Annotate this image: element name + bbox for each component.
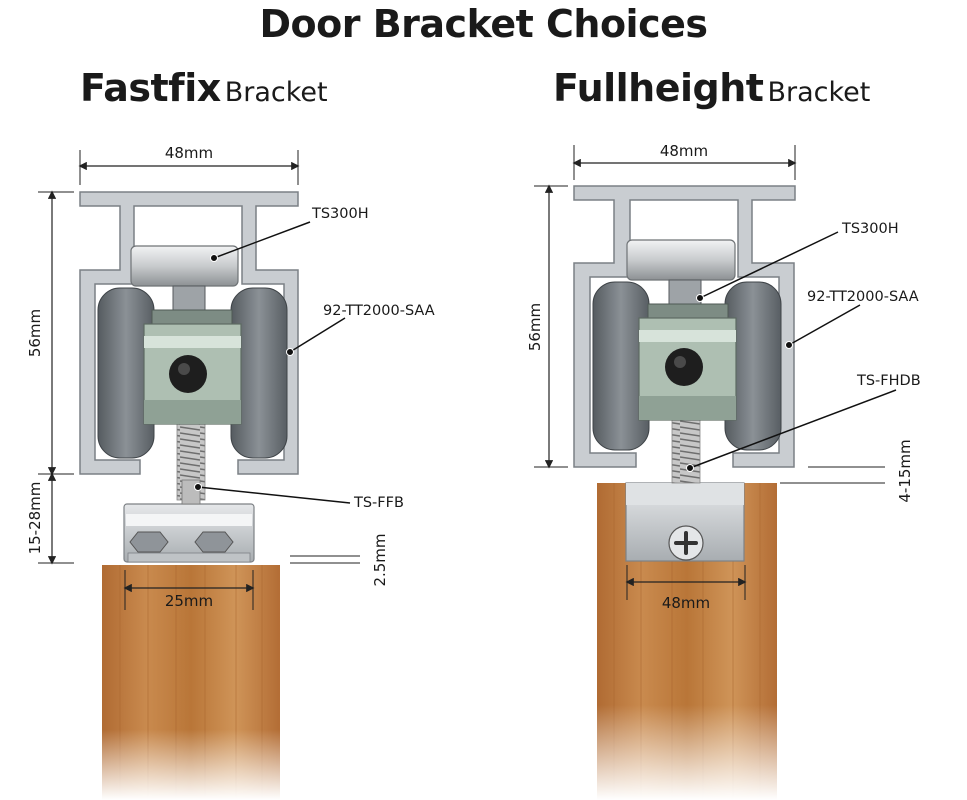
fullheight-diagram: 48mm 56mm 4-15mm 48mm TS300H 92-TT2000-S… — [526, 142, 921, 800]
page-title: Door Bracket Choices — [259, 2, 708, 46]
fastfix-title-name: Fastfix — [80, 66, 221, 110]
fastfix-ts300h-cap — [130, 245, 239, 287]
fastfix-diagram: 48mm 56mm 15-28mm 2.5mm 25mm TS300H 92-T… — [26, 144, 435, 800]
fullheight-width-dim: 48mm — [660, 142, 708, 160]
fastfix-height-dim: 56mm — [26, 309, 44, 357]
fullheight-label-hanger: 92-TT2000-SAA — [807, 289, 919, 305]
fullheight-base-dim: 48mm — [662, 594, 710, 612]
fullheight-height-dim: 56mm — [526, 303, 544, 351]
fastfix-label-bracket: TS-FFB — [353, 495, 404, 511]
ts-fhdb-bracket — [625, 482, 745, 562]
fastfix-gap-dim: 15-28mm — [26, 482, 44, 555]
fastfix-track — [79, 191, 299, 475]
fastfix-title-suffix: Bracket — [224, 77, 328, 108]
fastfix-label-ts300h: TS300H — [311, 206, 369, 222]
fullheight-carriage-pin — [665, 348, 703, 386]
fullheight-title-name: Fullheight — [553, 66, 764, 110]
fastfix-base-dim: 25mm — [165, 592, 213, 610]
fullheight-gap-dim: 4-15mm — [896, 439, 914, 502]
fullheight-label-bracket: TS-FHDB — [856, 373, 921, 389]
ts-ffb-bracket — [123, 503, 255, 563]
fullheight-label-ts300h: TS300H — [841, 221, 899, 237]
fastfix-width-dim: 48mm — [165, 144, 213, 162]
fullheight-title-suffix: Bracket — [767, 77, 871, 108]
fastfix-carriage-pin — [169, 355, 207, 393]
fastfix-label-hanger: 92-TT2000-SAA — [323, 303, 435, 319]
fullheight-ts300h-cap — [626, 239, 736, 281]
fullheight-bolt — [671, 419, 701, 484]
fastfix-plate-dim: 2.5mm — [371, 533, 389, 586]
